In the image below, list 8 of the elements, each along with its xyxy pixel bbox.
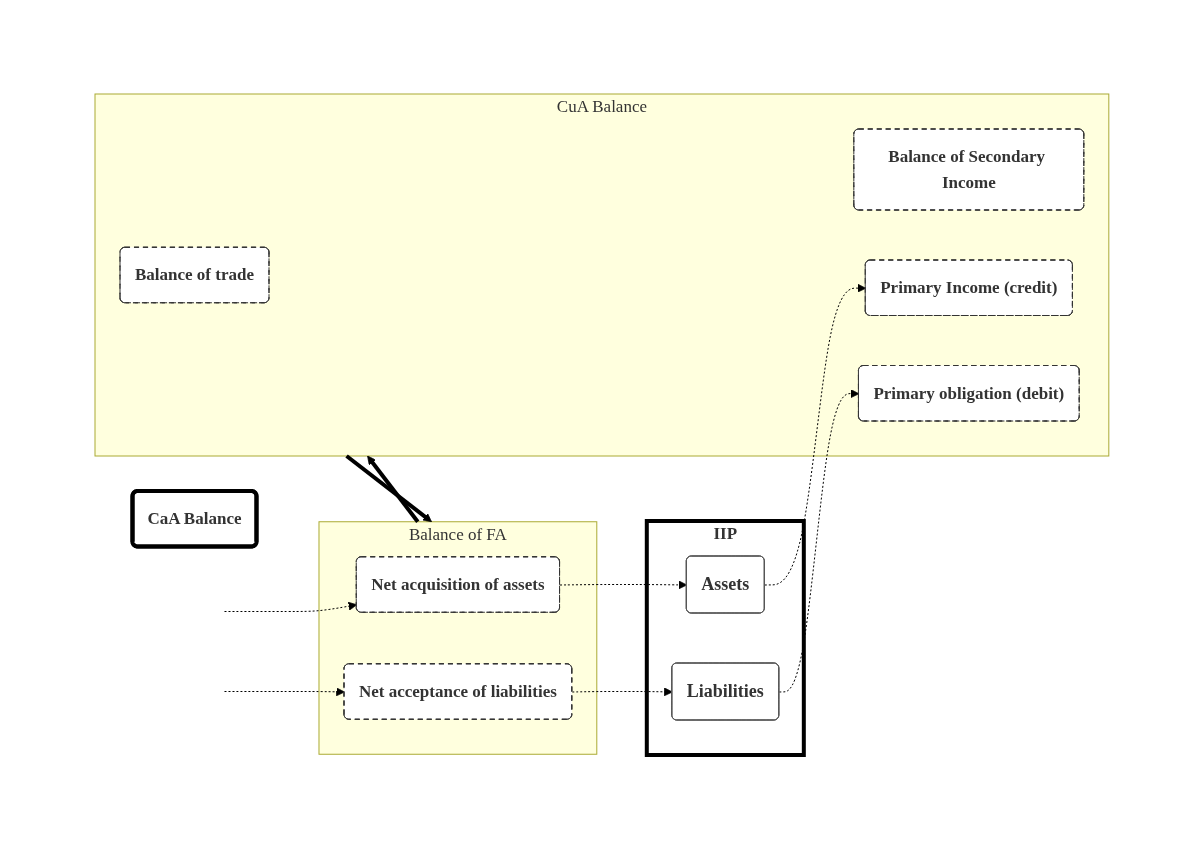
arrow <box>223 601 357 612</box>
arrow <box>571 687 673 697</box>
arrow <box>763 283 866 586</box>
arrow <box>559 580 687 590</box>
arrow <box>223 687 345 697</box>
arrow <box>366 455 419 523</box>
arrow <box>344 454 432 523</box>
arrow <box>778 389 859 693</box>
